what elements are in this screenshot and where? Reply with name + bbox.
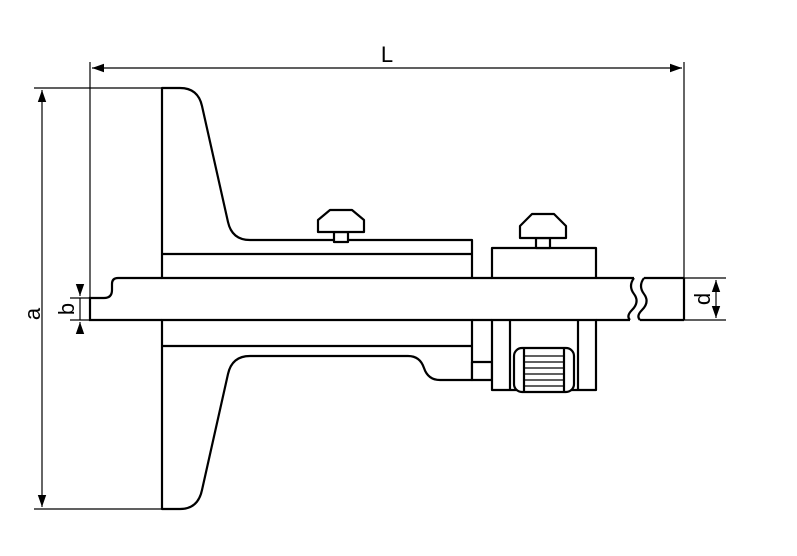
- base-connector: [470, 360, 494, 382]
- rod-left-end: [88, 276, 162, 322]
- base-clamp-screw: [316, 208, 366, 244]
- slider-screw-stem: [534, 236, 552, 250]
- base-screw-head-icon: [316, 208, 366, 234]
- slider-upper: [490, 246, 598, 280]
- gauge-base: [160, 86, 494, 511]
- dimension-rod-offset: b: [54, 284, 94, 334]
- fine-adjust-wheel: [512, 346, 576, 394]
- dimension-height: a: [20, 87, 178, 510]
- wheel-knurl-icon: [524, 355, 564, 387]
- base-upper-arm: [160, 86, 474, 280]
- wheel-body: [512, 346, 576, 394]
- label-rod-offset: b: [54, 303, 79, 315]
- label-rod-diameter: d: [690, 293, 715, 305]
- slider-screw-head-icon: [518, 212, 568, 240]
- slider-clamp-screw: [518, 212, 568, 250]
- label-height: a: [20, 307, 45, 320]
- measuring-rod: [88, 276, 686, 322]
- base-screw-stem: [332, 230, 350, 244]
- label-length: L: [381, 42, 393, 67]
- rod-break-right: [637, 277, 648, 321]
- rod-break-left: [627, 277, 638, 321]
- base-lower-arm: [160, 318, 474, 511]
- dimension-rod-diameter: d: [684, 277, 726, 321]
